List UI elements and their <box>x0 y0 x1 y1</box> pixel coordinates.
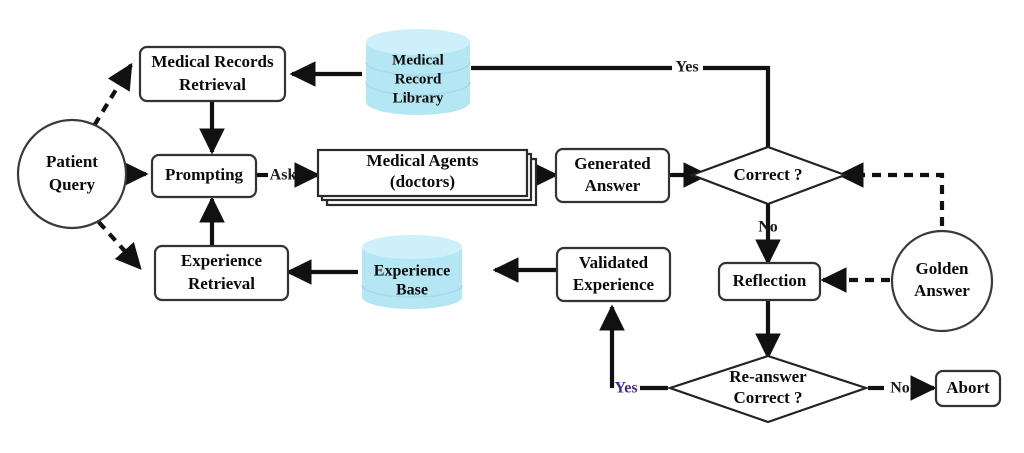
edge-label-no-correct: No <box>758 219 778 236</box>
reflection-label: Reflection <box>733 271 807 290</box>
medical-records-retrieval-label-line2: Retrieval <box>179 75 246 94</box>
edge-patient-query-to-medical-records-retrieval <box>84 62 133 141</box>
node-medical-records-retrieval[interactable]: Medical Records Retrieval <box>138 45 287 103</box>
patient-query-label-line2: Query <box>49 175 96 194</box>
validated-experience-label-line2: Experience <box>573 275 655 294</box>
node-abort[interactable]: Abort <box>934 369 1002 408</box>
edge-label-no-reanswer: No <box>890 380 910 397</box>
generated-answer-label-line2: Answer <box>585 176 641 195</box>
generated-answer-label-line1: Generated <box>574 154 651 173</box>
medical-record-library-label-line3: Library <box>393 90 444 106</box>
node-golden-answer[interactable]: Golden Answer <box>890 229 994 333</box>
node-correct-decision[interactable]: Correct ? <box>688 145 849 206</box>
medical-record-library-label-line2: Record <box>395 71 442 87</box>
experience-base-label-line1: Experience <box>374 263 450 280</box>
edge-label-yes-reanswer: Yes <box>614 380 637 397</box>
medical-record-library-label-line1: Medical <box>392 52 444 68</box>
validated-experience-label-line1: Validated <box>579 253 649 272</box>
node-validated-experience[interactable]: Validated Experience <box>555 246 672 303</box>
medical-records-retrieval-label-line1: Medical Records <box>151 52 274 71</box>
reanswer-decision-label-line2: Correct ? <box>733 388 802 407</box>
patient-query-label-line1: Patient <box>46 152 98 171</box>
node-medical-record-library[interactable]: Medical Record Library <box>365 29 471 115</box>
edge-label-ask: Ask <box>270 167 297 184</box>
correct-decision-label: Correct ? <box>733 165 802 184</box>
abort-label: Abort <box>946 378 990 397</box>
node-generated-answer[interactable]: Generated Answer <box>554 147 671 204</box>
node-medical-agents[interactable]: Medical Agents (doctors) <box>316 148 538 207</box>
golden-answer-label-line1: Golden <box>916 259 969 278</box>
node-experience-retrieval[interactable]: Experience Retrieval <box>153 244 290 302</box>
medical-agents-label-line2: (doctors) <box>390 172 455 191</box>
edge-correct-yes-rail-right <box>703 65 771 148</box>
experience-base-label-line2: Base <box>396 282 428 299</box>
experience-retrieval-label-line2: Retrieval <box>188 274 255 293</box>
reanswer-decision-label-line1: Re-answer <box>729 367 807 386</box>
edge-golden-answer-to-correct-decision <box>837 162 945 242</box>
node-prompting[interactable]: Prompting <box>150 153 258 199</box>
medical-agents-label-line1: Medical Agents <box>367 151 479 170</box>
edge-label-yes-top: Yes <box>675 59 698 76</box>
node-reanswer-decision[interactable]: Re-answer Correct ? <box>666 354 870 424</box>
node-reflection[interactable]: Reflection <box>717 261 822 302</box>
node-experience-base[interactable]: Experience Base <box>361 235 463 309</box>
golden-answer-label-line2: Answer <box>914 281 970 300</box>
prompting-label: Prompting <box>165 165 244 184</box>
node-patient-query[interactable]: Patient Query <box>16 118 128 230</box>
experience-retrieval-label-line1: Experience <box>181 251 263 270</box>
edge-patient-query-to-experience-retrieval <box>86 208 142 270</box>
